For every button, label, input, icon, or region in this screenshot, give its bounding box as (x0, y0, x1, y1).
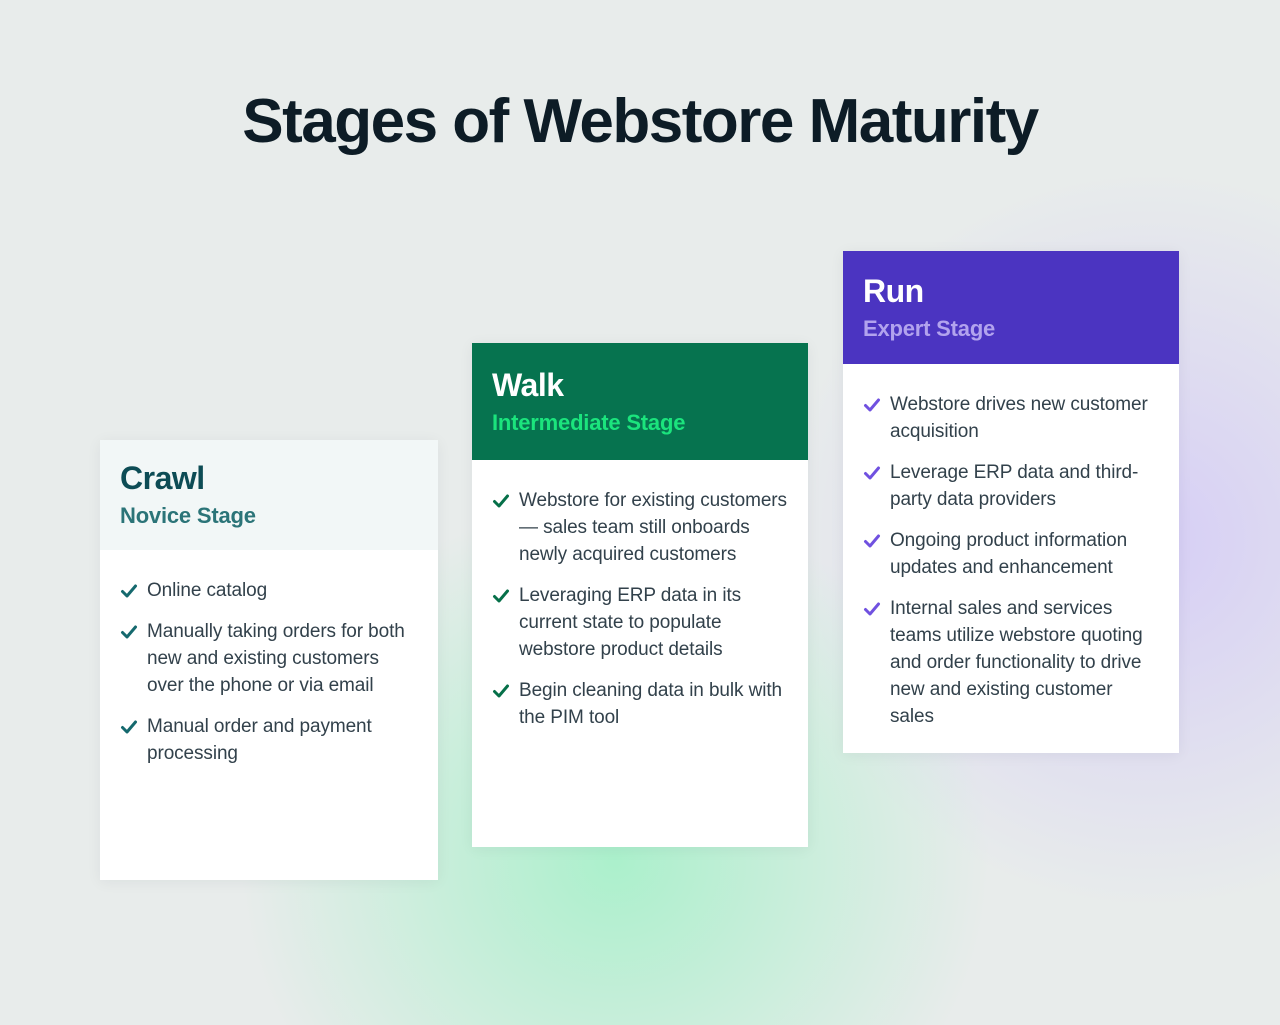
stage-label: Novice Stage (120, 503, 256, 529)
item-list: Webstore drives new customer acquisition… (863, 391, 1161, 730)
check-icon (120, 718, 138, 736)
stage-label: Intermediate Stage (492, 409, 686, 435)
list-item-text: Ongoing product information updates and … (890, 530, 1128, 578)
check-icon (492, 682, 510, 700)
list-item: Leveraging ERP data in its current state… (492, 582, 790, 663)
page-title: Stages of Webstore Maturity (242, 87, 1039, 156)
stage-card-walk-header: Walk Intermediate Stage (472, 343, 808, 460)
check-icon (492, 587, 510, 605)
list-item-text: Leverage ERP data and third-party data p… (890, 462, 1139, 510)
check-icon (492, 492, 510, 510)
stage-card-run: Run Expert Stage Webstore drives new cus… (843, 251, 1179, 753)
check-icon (863, 532, 881, 550)
list-item-text: Leveraging ERP data in its current state… (519, 585, 742, 660)
stage-name: Run (863, 272, 924, 309)
item-list: Webstore for existing customers — sales … (492, 487, 790, 731)
stage-card-walk: Walk Intermediate Stage Webstore for exi… (472, 343, 808, 847)
list-item: Internal sales and services teams utiliz… (863, 595, 1161, 730)
check-icon (863, 464, 881, 482)
stage-card-run-body: Webstore drives new customer acquisition… (843, 364, 1179, 753)
check-icon (863, 396, 881, 414)
list-item-text: Internal sales and services teams utiliz… (890, 598, 1143, 727)
list-item: Webstore for existing customers — sales … (492, 487, 790, 568)
item-list: Online catalog Manually taking orders fo… (120, 577, 420, 767)
list-item: Manual order and payment processing (120, 713, 420, 767)
list-item-text: Online catalog (147, 580, 268, 601)
list-item: Begin cleaning data in bulk with the PIM… (492, 677, 790, 731)
check-icon (120, 582, 138, 600)
stage-label: Expert Stage (863, 315, 996, 341)
list-item: Manually taking orders for both new and … (120, 618, 420, 699)
check-icon (120, 623, 138, 641)
check-icon (863, 600, 881, 618)
list-item-text: Webstore drives new customer acquisition (890, 394, 1148, 442)
list-item-text: Begin cleaning data in bulk with the PIM… (519, 680, 782, 728)
list-item: Ongoing product information updates and … (863, 527, 1161, 581)
stage-card-walk-body: Webstore for existing customers — sales … (472, 460, 808, 847)
list-item: Online catalog (120, 577, 420, 604)
stage-card-crawl-body: Online catalog Manually taking orders fo… (100, 550, 438, 880)
stage-name: Crawl (120, 460, 205, 497)
stage-name: Walk (492, 366, 564, 403)
stage-card-run-header: Run Expert Stage (843, 251, 1179, 364)
stage-card-crawl: Crawl Novice Stage Online catalog Manual… (100, 440, 438, 880)
stage-card-crawl-header: Crawl Novice Stage (100, 440, 438, 550)
list-item-text: Webstore for existing customers — sales … (519, 490, 787, 565)
list-item-text: Manually taking orders for both new and … (147, 621, 405, 696)
list-item: Webstore drives new customer acquisition (863, 391, 1161, 445)
list-item: Leverage ERP data and third-party data p… (863, 459, 1161, 513)
list-item-text: Manual order and payment processing (147, 716, 372, 764)
